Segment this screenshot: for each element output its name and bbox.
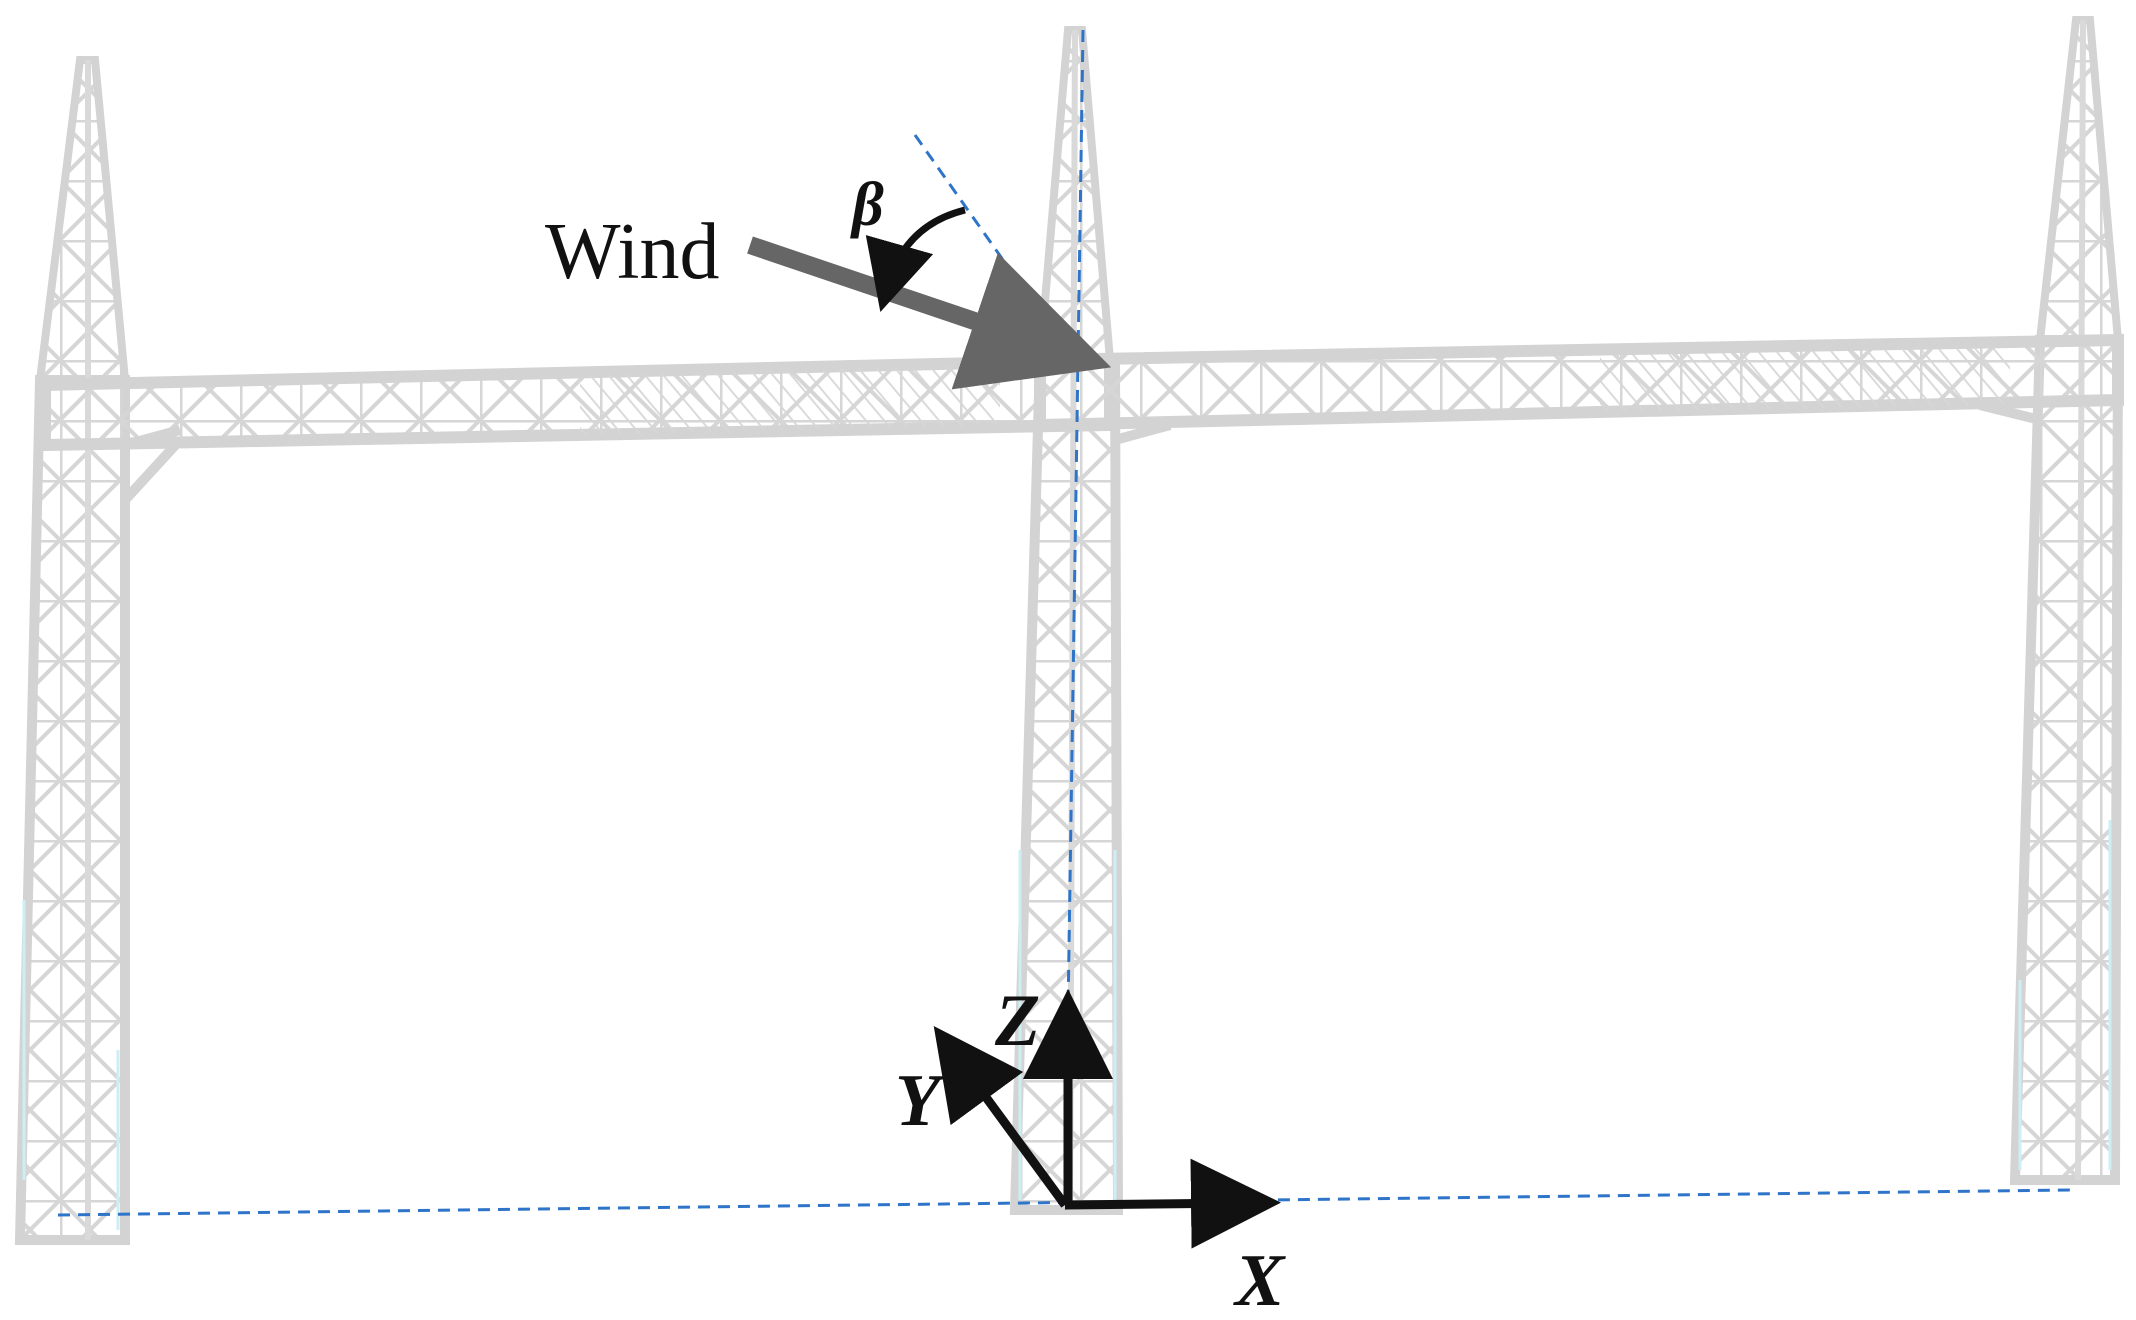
wind-arrow — [747, 236, 1112, 390]
wind-label: Wind — [545, 208, 720, 296]
coordinate-axes — [933, 989, 1281, 1249]
z-axis-label: Z — [994, 980, 1040, 1062]
x-axis-arrow — [1064, 1158, 1281, 1249]
right-tower — [2009, 16, 2124, 1185]
wind-indicator: Wind — [545, 208, 1112, 390]
x-axis-label: X — [1233, 1240, 1286, 1320]
left-beam — [39, 353, 1116, 504]
beta-arc-arrow — [865, 206, 966, 312]
beta-label: β — [850, 171, 884, 239]
y-axis-arrow — [933, 1025, 1069, 1208]
left-tower — [14, 56, 130, 1245]
y-axis-label: Y — [895, 1060, 946, 1142]
right-beam — [1034, 333, 2124, 445]
beta-angle: β — [850, 171, 966, 312]
